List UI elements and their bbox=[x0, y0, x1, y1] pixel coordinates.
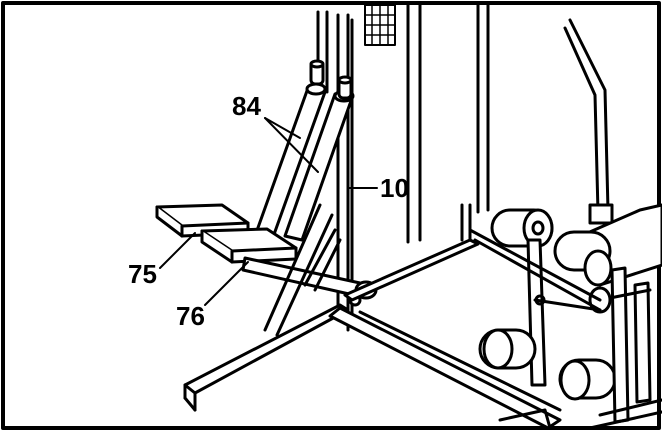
leg-extension-station bbox=[460, 18, 662, 430]
upright-frame bbox=[316, 3, 490, 332]
label-10: 10 bbox=[380, 173, 409, 203]
leader-lines bbox=[159, 117, 378, 306]
label-76: 76 bbox=[176, 301, 205, 331]
label-84: 84 bbox=[232, 91, 261, 121]
foot-pedal-76 bbox=[200, 227, 298, 264]
label-75: 75 bbox=[128, 259, 157, 289]
base-frame bbox=[183, 238, 562, 430]
pedal-arm-left bbox=[253, 59, 327, 242]
pedal-arm-right bbox=[283, 75, 355, 242]
